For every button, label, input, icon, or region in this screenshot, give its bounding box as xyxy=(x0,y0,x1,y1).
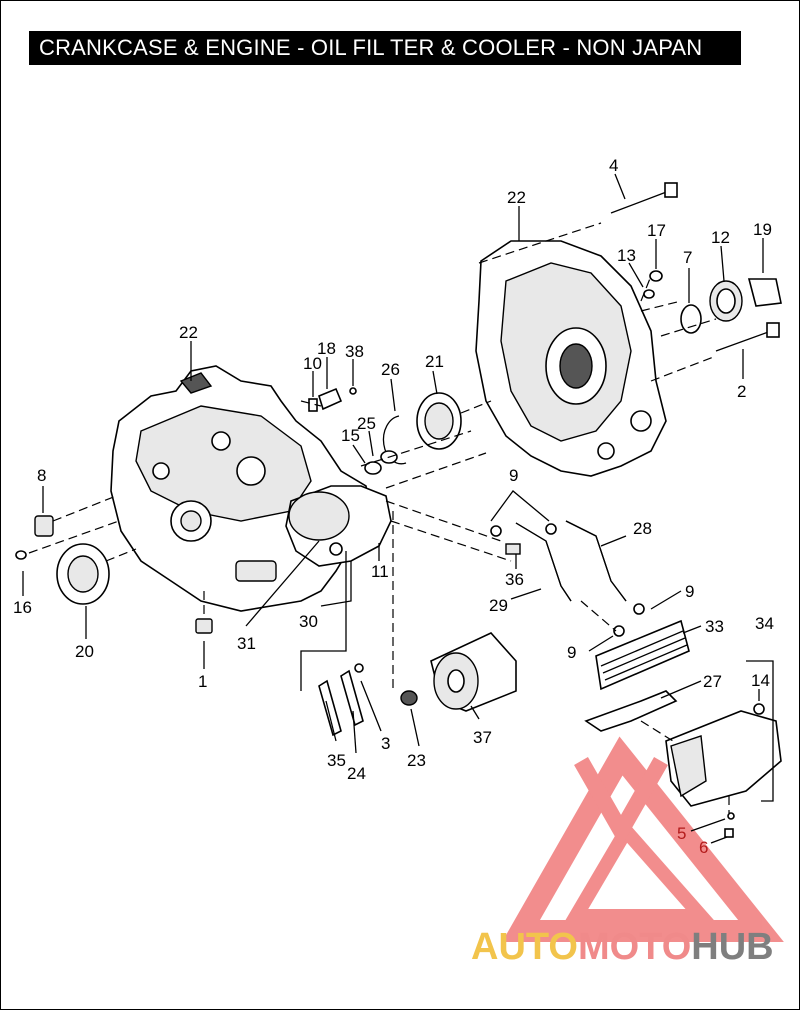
callout-10: 10 xyxy=(303,354,322,373)
plug-13-17 xyxy=(643,270,663,299)
page-title: CRANKCASE & ENGINE - OIL FIL TER & COOLE… xyxy=(29,31,741,65)
watermark-m-stroke xyxy=(574,757,668,848)
hoses-28-29 xyxy=(490,520,645,637)
callout-25: 25 xyxy=(357,414,376,433)
callout-22-right: 22 xyxy=(507,188,526,207)
callout-2: 2 xyxy=(737,382,746,401)
callout-38: 38 xyxy=(345,342,364,361)
callout-14: 14 xyxy=(751,671,770,690)
callout-labels: 1 2 3 4 5 6 7 8 9 9 9 9 10 11 12 13 14 1… xyxy=(13,156,774,857)
callout-5: 5 xyxy=(677,824,686,843)
callout-19: 19 xyxy=(753,220,772,239)
callout-13: 13 xyxy=(617,246,636,265)
callout-7: 7 xyxy=(683,248,692,267)
callout-17: 17 xyxy=(647,221,666,240)
callout-16: 16 xyxy=(13,598,32,617)
watermark-text: AUTOMOTOHUB xyxy=(471,926,774,968)
callout-9-low: 9 xyxy=(567,643,576,662)
pin-16 xyxy=(15,550,27,560)
watermark-hub: HUB xyxy=(691,926,773,968)
callout-36: 36 xyxy=(505,570,524,589)
callout-22-left: 22 xyxy=(179,323,198,342)
callout-6: 6 xyxy=(699,838,708,857)
callout-9-top: 9 xyxy=(509,466,518,485)
callout-21: 21 xyxy=(425,352,444,371)
bracket-27 xyxy=(584,690,678,732)
snap-ring-26 xyxy=(382,415,407,465)
callout-34: 34 xyxy=(755,614,774,633)
bolts-4-2 xyxy=(610,182,780,352)
callout-18: 18 xyxy=(317,339,336,358)
ring-seal-7-12-19 xyxy=(680,278,782,334)
callout-3: 3 xyxy=(381,734,390,753)
bearing-8 xyxy=(34,515,54,537)
callout-9-mid: 9 xyxy=(685,582,694,601)
callout-26: 26 xyxy=(381,360,400,379)
callout-1: 1 xyxy=(198,672,207,691)
seal-20 xyxy=(56,543,110,605)
watermark-moto: MOTO xyxy=(578,926,691,968)
watermark-triangle-outer xyxy=(502,736,784,942)
oil-filter-mount xyxy=(285,485,392,567)
callout-31: 31 xyxy=(237,634,256,653)
callout-11: 11 xyxy=(371,562,389,581)
callout-4: 4 xyxy=(609,156,618,175)
callout-24: 24 xyxy=(347,764,366,783)
cover-34 xyxy=(665,703,782,838)
callout-12: 12 xyxy=(711,228,730,247)
plug-10-18-38 xyxy=(308,387,357,412)
leader-lines xyxy=(22,173,774,844)
right-crankcase xyxy=(475,240,667,477)
watermark-triangle-inner xyxy=(563,819,717,923)
bearing-21 xyxy=(416,392,462,450)
callout-33: 33 xyxy=(705,617,724,636)
callout-35: 35 xyxy=(327,751,346,770)
oil-filter-37 xyxy=(430,632,517,712)
callout-15: 15 xyxy=(341,426,360,445)
links-3-24-35 xyxy=(318,663,364,737)
callout-28: 28 xyxy=(633,519,652,538)
assembly-dashed-lines xyxy=(28,222,730,813)
callout-29: 29 xyxy=(489,596,508,615)
dowels-15-25 xyxy=(364,450,398,475)
fitting-23 xyxy=(400,690,418,706)
callout-27: 27 xyxy=(703,672,722,691)
watermark-logo xyxy=(502,736,784,942)
fitting-1 xyxy=(195,618,213,634)
callout-8: 8 xyxy=(37,466,46,485)
callout-30: 30 xyxy=(299,612,318,631)
callout-23: 23 xyxy=(407,751,426,770)
oil-cooler-33 xyxy=(595,619,690,691)
watermark-auto: AUTO xyxy=(471,926,578,968)
callout-37: 37 xyxy=(473,728,492,747)
callout-20: 20 xyxy=(75,642,94,661)
